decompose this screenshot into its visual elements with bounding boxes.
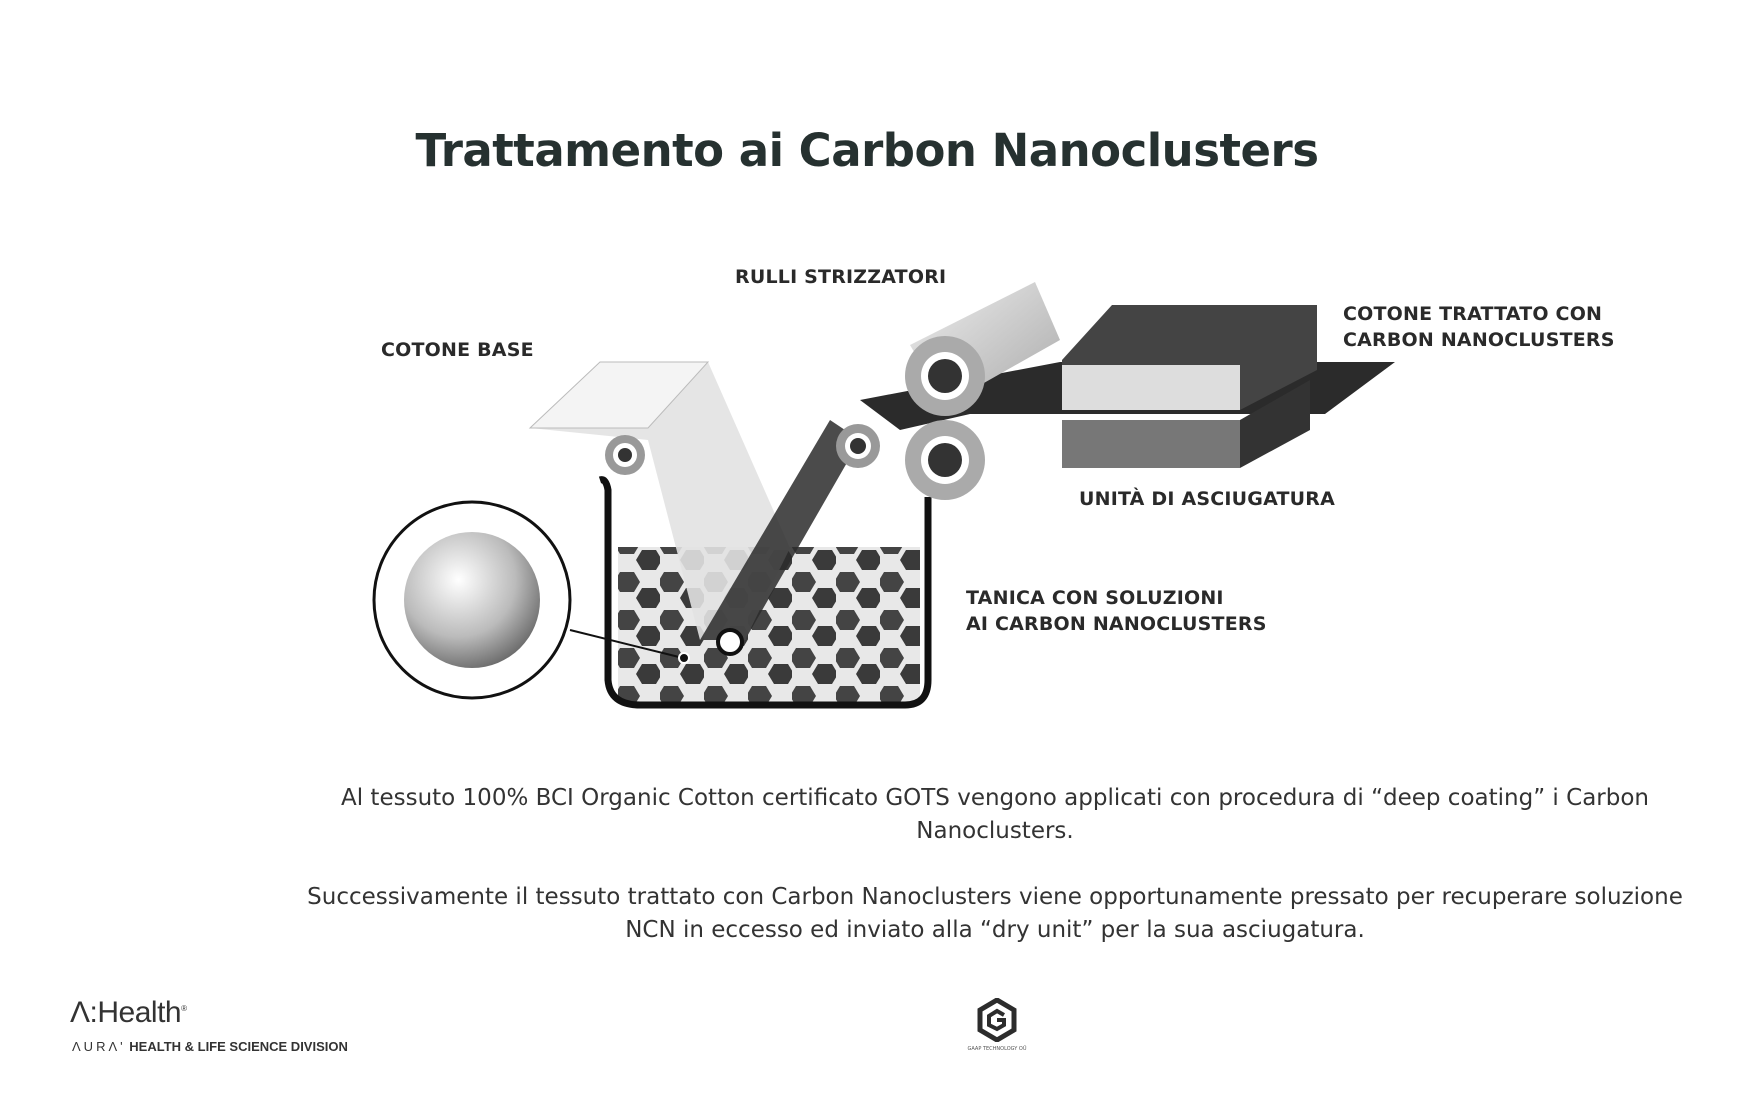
- ahealth-logo: Λ:Health®: [70, 996, 187, 1030]
- label-unita-asciugatura: UNITÀ DI ASCIUGATURA: [1079, 488, 1336, 510]
- label-cotone-base: COTONE BASE: [381, 339, 534, 361]
- gaap-logo: GAAP TECHNOLOGY OÜ: [952, 997, 1042, 1052]
- gaap-name: GAAP TECHNOLOGY OÜ: [967, 1046, 1027, 1052]
- aura-wordmark: ΛURΛ': [72, 1039, 126, 1054]
- label-tanica: TANICA CON SOLUZIONI AI CARBON NANOCLUST…: [966, 585, 1267, 637]
- drying-unit: [1062, 305, 1317, 468]
- description-paragraph-1: Al tessuto 100% BCI Organic Cotton certi…: [341, 785, 1649, 844]
- rollers: [605, 282, 1060, 656]
- gaap-g-icon: [977, 997, 1017, 1043]
- label-line: TANICA CON SOLUZIONI: [966, 587, 1224, 609]
- label-line: CARBON NANOCLUSTERS: [1343, 329, 1615, 351]
- process-diagram: [372, 282, 1395, 709]
- label-line: COTONE TRATTATO CON: [1343, 303, 1603, 325]
- brand-name: Λ:Health: [70, 996, 182, 1029]
- registered-mark: ®: [181, 1004, 187, 1013]
- base-cotton-strip: [528, 361, 790, 640]
- label-line: AI CARBON NANOCLUSTERS: [966, 613, 1267, 635]
- division-subtitle: ΛURΛ' HEALTH & LIFE SCIENCE DIVISION: [72, 1039, 348, 1054]
- label-cotone-trattato: COTONE TRATTATO CON CARBON NANOCLUSTERS: [1343, 301, 1615, 353]
- description-paragraph-2: Successivamente il tessuto trattato con …: [307, 884, 1683, 943]
- label-rulli-strizzatori: RULLI STRIZZATORI: [735, 266, 947, 288]
- division-name: HEALTH & LIFE SCIENCE DIVISION: [129, 1039, 348, 1054]
- page-title: Trattamento ai Carbon Nanoclusters: [415, 124, 1319, 177]
- nanocluster-magnifier: [372, 500, 690, 700]
